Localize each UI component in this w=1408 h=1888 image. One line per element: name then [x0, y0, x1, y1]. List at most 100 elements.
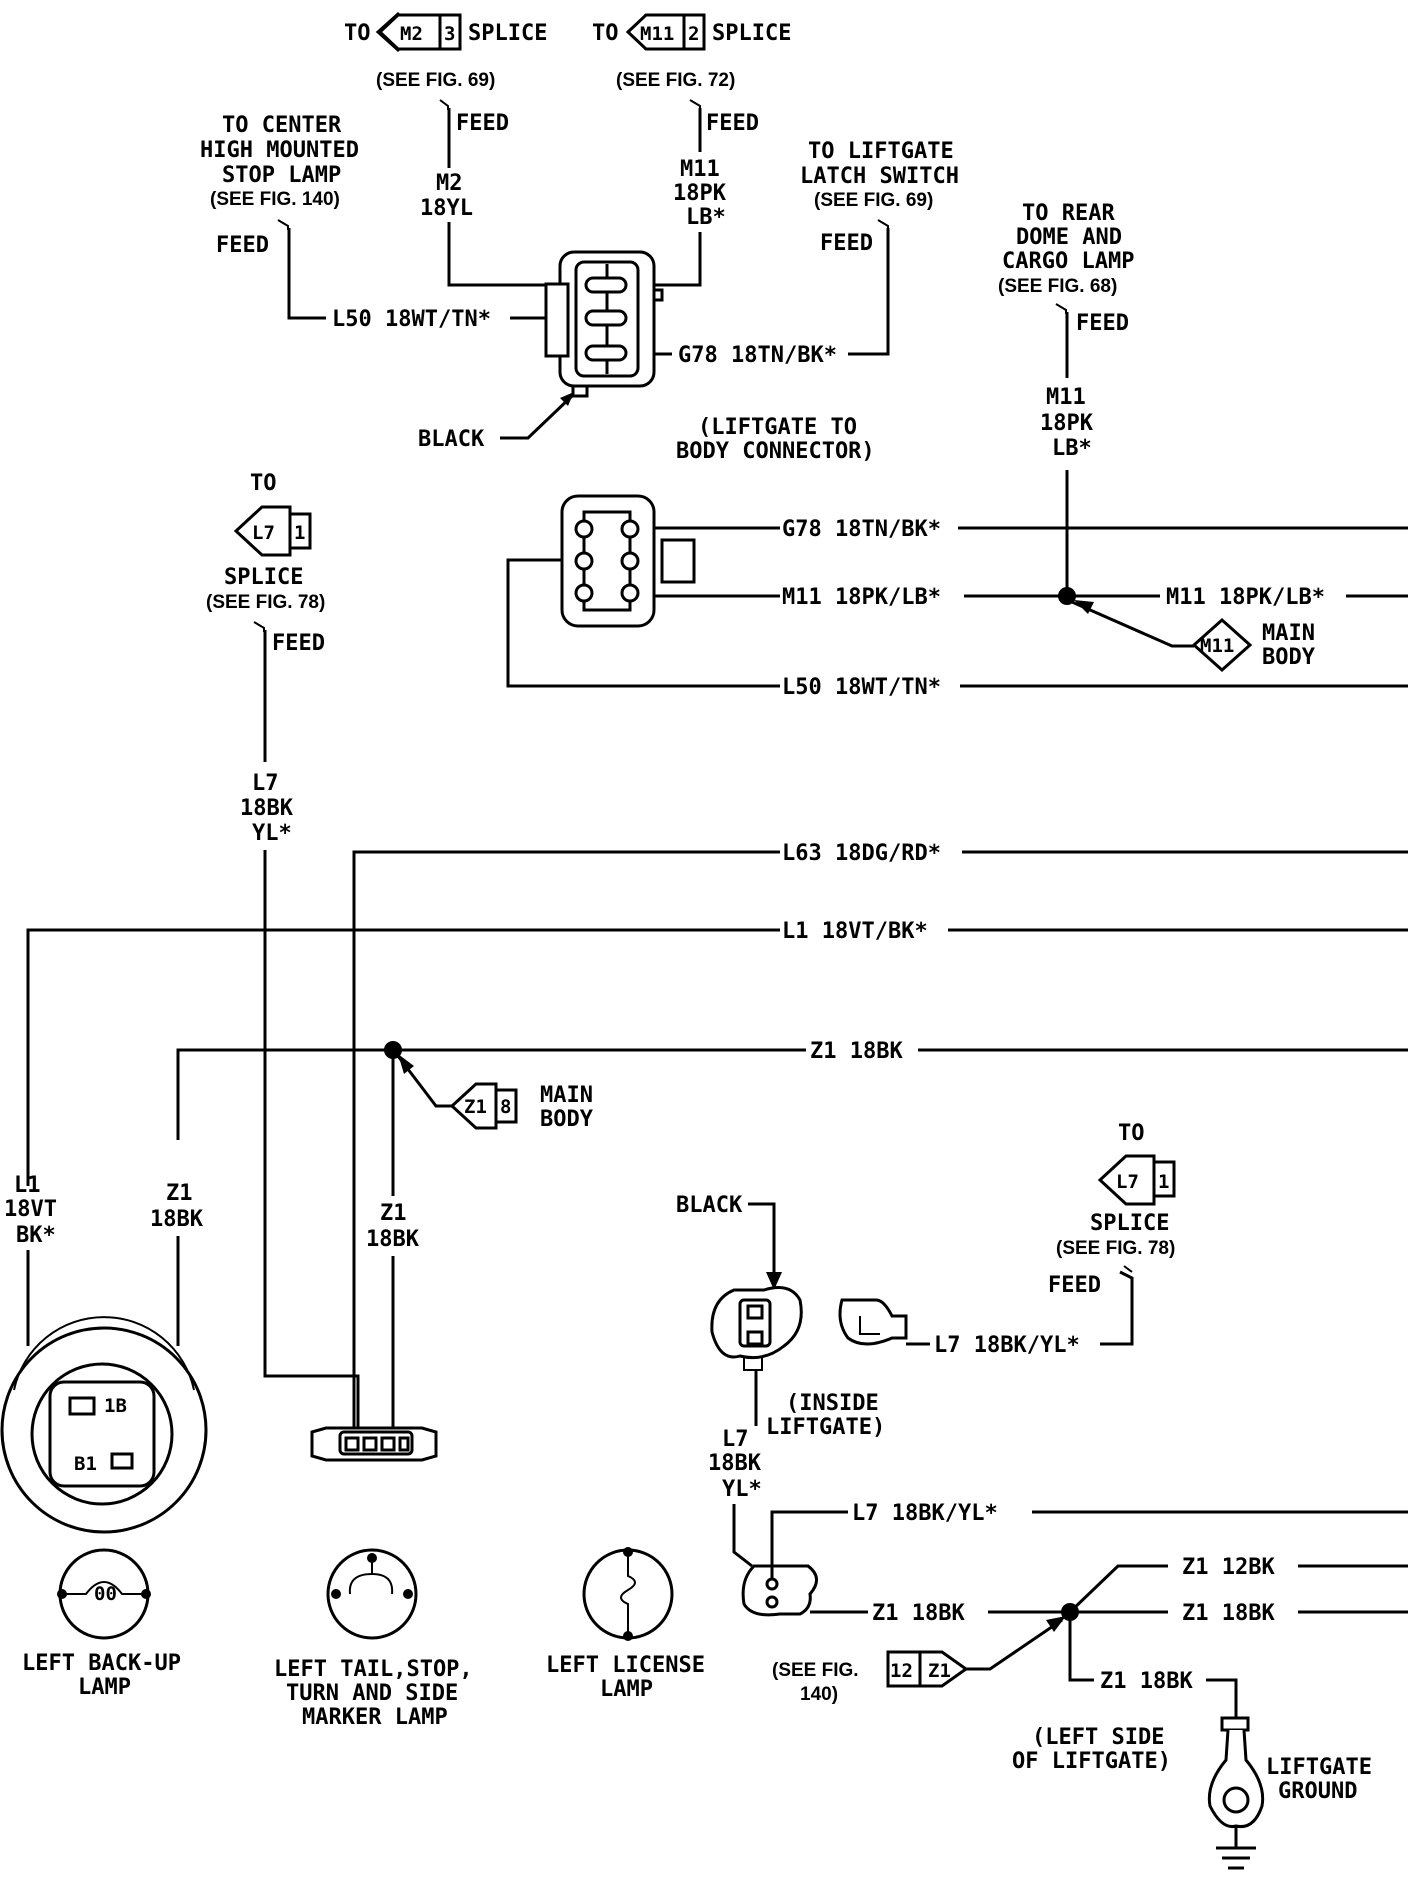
feed-label: FEED: [216, 233, 269, 258]
ground-label: LIFTGATE: [1266, 1755, 1372, 1780]
wire-m2: [447, 222, 580, 287]
left-side-label: OF LIFTGATE): [1012, 1749, 1171, 1774]
wire-l7: [1100, 1270, 1134, 1346]
mating-connector: [838, 1298, 908, 1346]
chmsl-line: HIGH MOUNTED: [200, 138, 359, 163]
wire-g78: [848, 228, 890, 356]
l1-vertical-gauge: 18VT: [4, 1197, 57, 1222]
rear-line: (SEE FIG. 68): [998, 276, 1117, 297]
z1-ground-label: Z1 18BK: [1100, 1669, 1193, 1694]
l7-tag-circuit: L7: [252, 522, 275, 544]
l1-vertical-color: BK*: [16, 1223, 56, 1248]
l1-vertical-code: L1: [14, 1173, 41, 1198]
latch-line: (SEE FIG. 69): [814, 190, 933, 211]
m11-mid-label: M11 18PK/LB*: [782, 585, 941, 610]
splice-label: SPLICE: [1090, 1211, 1169, 1236]
bulb-label: 00: [94, 1583, 117, 1605]
l7b-wire-code: L7: [722, 1427, 749, 1452]
left-side-label: (LEFT SIDE: [1032, 1725, 1164, 1750]
l7-wire-gauge: 18BK: [240, 796, 294, 821]
latch-line: TO LIFTGATE: [808, 139, 954, 164]
l50-wire-label: L50 18WT/TN*: [332, 307, 491, 332]
m11-main-tag-text: M11: [1200, 635, 1234, 657]
wire-l7: [770, 1510, 848, 1579]
ground-label: GROUND: [1278, 1779, 1357, 1804]
m2-tag-cavity: 3: [444, 23, 455, 45]
z1-18bk-label: Z1 18BK: [1182, 1601, 1275, 1626]
black-connector-pointer: [748, 1202, 776, 1276]
l63-wire-label: L63 18DG/RD*: [782, 841, 941, 866]
pin-label: 1B: [104, 1395, 127, 1417]
main-label: MAIN: [1262, 621, 1315, 646]
l7b-wire-color: YL*: [722, 1477, 762, 1502]
backup-lamp-symbol: 00: [57, 1548, 151, 1640]
tail-lamp-connector: [310, 1426, 438, 1462]
l7-tag-circuit: L7: [1116, 1171, 1139, 1193]
to-label: TO: [250, 471, 277, 496]
z1-18bk-label: Z1 18BK: [872, 1601, 965, 1626]
z1-ground-tag-circuit: Z1: [928, 1660, 951, 1682]
wire-z1: [1206, 1678, 1238, 1718]
backup-lamp-label: LEFT BACK-UP: [22, 1651, 181, 1676]
m11-splice-callout: TO M11 2 SPLICE (SEE FIG. 72): [592, 13, 791, 91]
l1-wire-label: L1 18VT/BK*: [782, 919, 928, 944]
license-lamp-symbol: [582, 1547, 674, 1641]
m11-tag-cavity: 2: [688, 23, 699, 45]
chmsl-callout: TO CENTER HIGH MOUNTED STOP LAMP (SEE FI…: [200, 113, 359, 210]
body-label: BODY: [540, 1107, 594, 1132]
splice-label: SPLICE: [712, 21, 791, 46]
backup-lamp-label: LAMP: [78, 1675, 131, 1700]
z1-tag-circuit: Z1: [464, 1096, 487, 1118]
tail-lamp-symbol: [326, 1548, 418, 1640]
feed-label: FEED: [706, 111, 759, 136]
g78-wire-label: G78 18TN/BK*: [678, 343, 837, 368]
m2-splice-callout: TO M2 3 SPLICE (SEE FIG. 69): [344, 11, 547, 91]
inside-liftgate-label: (INSIDE: [786, 1391, 879, 1416]
see-fig-78-ref: (SEE FIG. 78): [206, 592, 325, 613]
feed-label: FEED: [820, 231, 873, 256]
z1-vertical-color: 18BK: [366, 1227, 420, 1252]
m2-tag-circuit: M2: [400, 23, 423, 45]
black-connector-bottom: [710, 1286, 803, 1371]
chmsl-line: TO CENTER: [222, 113, 342, 138]
m11-right-label: M11 18PK/LB*: [1166, 585, 1325, 610]
body-connector-label: BODY CONNECTOR): [676, 439, 875, 464]
wire-z1: [1068, 1564, 1168, 1614]
g78-mid-label: G78 18TN/BK*: [782, 517, 941, 542]
z1-vertical-code: Z1: [380, 1201, 407, 1226]
liftgate-body-connector: [560, 494, 696, 628]
feed-label: FEED: [1048, 1273, 1101, 1298]
main-label: MAIN: [540, 1083, 593, 1108]
m11-wire-gauge: 18PK: [673, 181, 727, 206]
l7-wire-color: YL*: [252, 821, 292, 846]
license-lamp-label: LAMP: [600, 1677, 653, 1702]
wire-z1: [1068, 1612, 1094, 1682]
wire-l7: [263, 850, 360, 1428]
liftgate-ground-symbol: [1207, 1716, 1265, 1870]
z1-main-pointer: [396, 1055, 452, 1108]
inside-liftgate-label: LIFTGATE): [766, 1415, 885, 1440]
to-label: TO: [1118, 1121, 1145, 1146]
m11-tag-circuit: M11: [640, 23, 674, 45]
m11-wire-code: M11: [680, 157, 720, 182]
l7-bottom-label: L7 18BK/YL*: [852, 1501, 998, 1526]
z1-12bk-label: Z1 12BK: [1182, 1555, 1275, 1580]
feed-label: FEED: [456, 111, 509, 136]
rear-line: CARGO LAMP: [1002, 249, 1134, 274]
wire-z1: [176, 1048, 806, 1140]
l7-tag-cavity: 1: [1158, 1171, 1169, 1193]
wire-l7: [732, 1504, 753, 1568]
see-fig-78-ref: (SEE FIG. 78): [1056, 1238, 1175, 1259]
feed-label: FEED: [272, 631, 325, 656]
m11-main-pointer: [1071, 600, 1194, 648]
black-connector-top: [544, 250, 664, 398]
body-connector-label: (LIFTGATE TO: [698, 415, 857, 440]
m11-rear-gauge: 18PK: [1040, 411, 1094, 436]
license-lamp-label: LEFT LICENSE: [546, 1653, 705, 1678]
z1-ground-tag-cavity: 12: [890, 1660, 913, 1682]
z1-ground-pointer: [966, 1618, 1063, 1671]
splice-label: SPLICE: [224, 565, 303, 590]
black-label: BLACK: [676, 1193, 743, 1218]
latch-line: LATCH SWITCH: [800, 164, 959, 189]
